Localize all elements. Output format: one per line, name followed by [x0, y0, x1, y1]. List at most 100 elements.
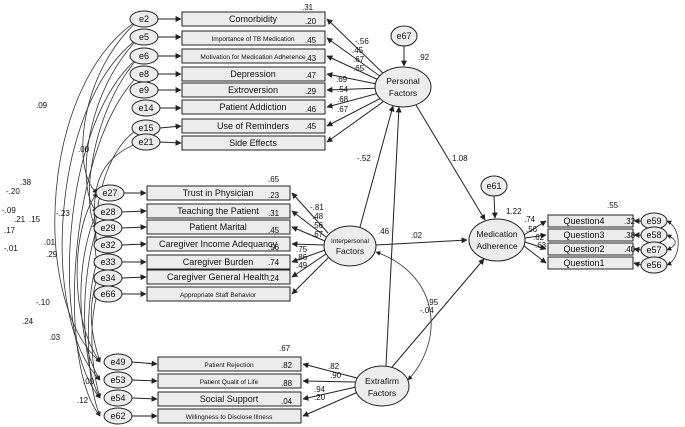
- r-squared: .04: [281, 397, 293, 406]
- loading-label: .48: [312, 212, 324, 221]
- error-term: e15: [131, 119, 161, 137]
- svg-text:e62: e62: [110, 411, 125, 421]
- cov-label: .03: [49, 333, 61, 342]
- svg-text:Appropriate Staff Behavior: Appropriate Staff Behavior: [180, 292, 257, 299]
- loading-label: .94: [314, 385, 326, 394]
- latent-label-line2: Factors: [368, 388, 396, 398]
- svg-text:e59: e59: [646, 216, 661, 226]
- svg-text:e6: e6: [139, 51, 149, 61]
- indicator-box: Patient Rejection: [157, 356, 302, 372]
- path-label: 1.08: [452, 154, 468, 163]
- svg-text:Caregiver Burden: Caregiver Burden: [183, 257, 254, 267]
- svg-text:Patient Rejection: Patient Rejection: [204, 362, 254, 369]
- indicator-box: Caregiver Income Adequancy: [146, 236, 291, 252]
- error-term: e8: [129, 65, 159, 83]
- latent-label-line1: Medication: [476, 229, 517, 239]
- cov-label: -.09: [2, 206, 16, 215]
- r-squared: .29: [305, 87, 317, 96]
- indicator-box: Importance of TB Medication: [181, 30, 326, 46]
- loading-label: .86: [296, 253, 308, 262]
- error-term: e58: [640, 226, 668, 244]
- error-term: e9: [129, 81, 159, 99]
- svg-text:e2: e2: [139, 14, 149, 24]
- latent-label-line2: Adherence: [476, 241, 517, 251]
- latent-label-line2: Factors: [336, 246, 364, 256]
- svg-text:Patient Qualit of Life: Patient Qualit of Life: [200, 379, 259, 386]
- indicator-box: Willingness to Disclose Illness: [157, 408, 302, 424]
- loading-label: .67: [337, 105, 349, 114]
- svg-text:Importance of TB Medication: Importance of TB Medication: [212, 36, 295, 43]
- r-squared: .74: [268, 258, 280, 267]
- svg-text:Patient Addiction: Patient Addiction: [219, 102, 286, 112]
- covariance-arcs: [54, 18, 141, 417]
- indicator-box: Question4: [547, 214, 634, 228]
- disturbance-adherence: e61 1.22: [480, 175, 522, 219]
- svg-text:e53: e53: [110, 375, 125, 385]
- r-squared: .55: [607, 201, 619, 210]
- svg-text:Question4: Question4: [563, 216, 604, 226]
- r-squared: .67: [279, 344, 291, 353]
- svg-text:Depression: Depression: [230, 69, 276, 79]
- error-term: e56: [640, 256, 668, 274]
- indicator-box: Patient Qualit of Life: [157, 373, 302, 389]
- svg-text:Use of Reminders: Use of Reminders: [217, 121, 290, 131]
- svg-text:Side Effects: Side Effects: [229, 138, 277, 148]
- error-term: e2: [129, 10, 159, 28]
- loading-label: .56: [312, 221, 324, 230]
- extrafirm-factors-latent: Extrafirm Factors: [354, 365, 410, 407]
- cov-label: .12: [77, 396, 89, 405]
- svg-text:e5: e5: [139, 32, 149, 42]
- svg-text:Willingness to Disclose Illnes: Willingness to Disclose Illness: [186, 414, 273, 421]
- r-squared: .31: [268, 209, 280, 218]
- svg-text:e66: e66: [100, 289, 115, 299]
- path-label: -.04: [420, 306, 434, 315]
- svg-text:e56: e56: [646, 260, 661, 270]
- svg-text:e34: e34: [100, 273, 115, 283]
- indicator-box: Appropriate Staff Behavior: [146, 286, 291, 302]
- svg-text:e32: e32: [100, 240, 115, 250]
- r-squared: .24: [268, 274, 280, 283]
- error-term: e34: [93, 269, 123, 287]
- cov-label: .38: [20, 178, 32, 187]
- error-term: e49: [103, 353, 133, 371]
- loading-label: .74: [524, 215, 536, 224]
- svg-text:Social Support: Social Support: [200, 394, 259, 404]
- r-squared: .32: [624, 217, 636, 226]
- svg-text:Teaching the Patient: Teaching the Patient: [177, 206, 259, 216]
- loading-label: .45: [352, 46, 364, 55]
- cov-label: .15: [29, 215, 41, 224]
- path-label: .02: [411, 231, 423, 240]
- indicator-box: Side Effects: [181, 135, 326, 151]
- svg-text:e21: e21: [138, 137, 153, 147]
- path-label: .46: [378, 227, 390, 236]
- loading-label: .65: [353, 64, 365, 73]
- r-squared: .23: [268, 191, 280, 200]
- svg-text:e29: e29: [100, 223, 115, 233]
- svg-text:Comorbidity: Comorbidity: [229, 14, 278, 24]
- personal-indicators: e2 e5 e6 e8 e9 e14 e15 e21 Comorbidity I…: [129, 3, 326, 151]
- error-term: e32: [93, 236, 123, 254]
- loading-label: .90: [330, 371, 342, 380]
- path-label: .95: [427, 298, 439, 307]
- svg-text:e67: e67: [396, 31, 411, 41]
- r-squared: .88: [281, 379, 293, 388]
- cov-label: .24: [22, 317, 34, 326]
- indicator-box: Trust in Physician: [146, 185, 291, 201]
- svg-text:e61: e61: [486, 181, 501, 191]
- loading-label: .49: [296, 261, 308, 270]
- error-term: e54: [103, 389, 133, 407]
- svg-text:Motivation for Medication Adhe: Motivation for Medication Adherence: [200, 54, 306, 61]
- indicator-box: Question3: [547, 228, 634, 242]
- cov-label: .17: [4, 226, 16, 235]
- cov-label: .09: [36, 101, 48, 110]
- svg-text:Patient Marital: Patient Marital: [189, 222, 247, 232]
- r-squared: 1.22: [506, 207, 522, 216]
- cov-label: -.20: [6, 187, 20, 196]
- personal-factors-latent: Personal Factors: [374, 66, 432, 108]
- medication-adherence-latent: Medication Adherence: [468, 218, 526, 262]
- loading-label: .69: [336, 75, 348, 84]
- svg-text:Caregiver Income Adequancy: Caregiver Income Adequancy: [159, 239, 278, 249]
- error-term: e33: [93, 253, 123, 271]
- r-squared: .43: [305, 54, 317, 63]
- indicator-box: Patient Addiction: [181, 99, 326, 115]
